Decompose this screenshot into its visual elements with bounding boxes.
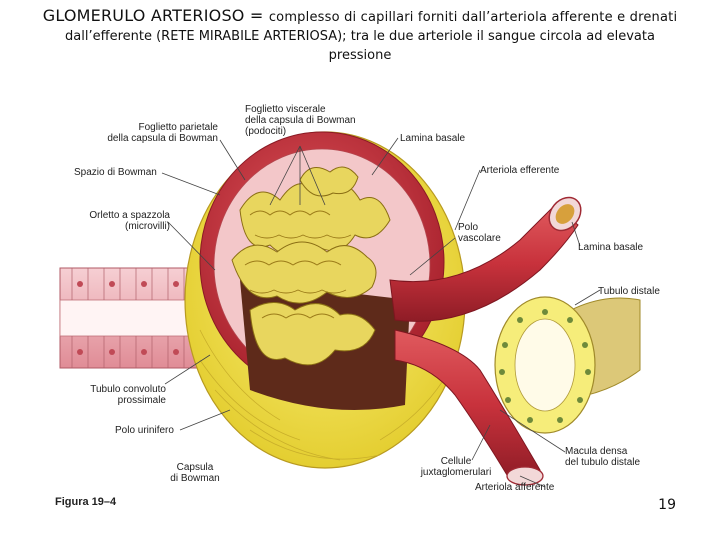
page-number: 19 [658,497,676,513]
label-tubulo-convoluto: Tubulo convoluto prossimale [58,384,166,406]
label-spazio-bowman: Spazio di Bowman [74,167,157,178]
label-cellule: Cellule juxtaglomerulari [410,456,502,478]
label-macula-densa: Macula densa del tubulo distale [565,446,640,468]
label-lamina-basale-top: Lamina basale [400,133,465,144]
distal-tubule [495,297,640,433]
label-foglietto-viscerale: Foglietto viscerale della capsula di Bow… [245,104,356,137]
label-foglietto-parietale: Foglietto parietale della capsula di Bow… [92,122,218,144]
figure-caption: Figura 19–4 [55,496,116,508]
label-polo-urinifero: Polo urinifero [115,425,174,436]
label-arteriola-afferente: Arteriola afferente [475,482,554,493]
label-lamina-basale-right: Lamina basale [578,242,643,253]
label-capsula: Capsula di Bowman [160,462,230,484]
label-tubulo-distale: Tubulo distale [598,286,660,297]
label-arteriola-efferente: Arteriola efferente [480,165,559,176]
label-polo-vascolare: Polo vascolare [458,222,501,244]
label-orletto: Orletto a spazzola (microvilli) [74,210,170,232]
